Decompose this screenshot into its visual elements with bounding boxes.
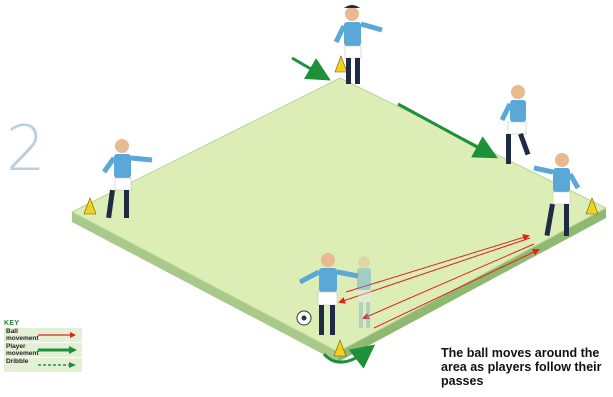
player-movement-swatch <box>38 346 77 354</box>
key-label: Player movement <box>6 343 39 357</box>
dribble-swatch <box>38 362 76 368</box>
player-left <box>101 139 153 219</box>
key-label: Ball movement <box>6 328 39 342</box>
key-legend: KEY Ball movement Player movement Dribbl… <box>4 320 82 372</box>
cone-right <box>585 197 599 215</box>
player-movement-arrow-bottom <box>322 344 376 369</box>
ball-movement-arrow-3 <box>373 248 540 329</box>
player-top <box>333 5 383 84</box>
key-label: Dribble <box>6 358 29 365</box>
pitch-edge-left <box>72 212 338 362</box>
player-bottom-with-ball <box>298 253 359 335</box>
step-number: 2 <box>6 112 46 185</box>
player-right-front <box>533 153 581 237</box>
ball-movement-arrow-2 <box>362 243 535 320</box>
player-right-back <box>499 85 531 164</box>
key-item-player-movement: Player movement <box>4 343 82 357</box>
ghost-player <box>357 256 371 328</box>
cone-bottom <box>333 339 347 357</box>
ball-movement-arrow-1 <box>338 237 531 304</box>
figure-caption: The ball moves around the area as player… <box>441 346 602 388</box>
player-movement-arrow-top-right <box>397 102 498 159</box>
cone-top <box>334 55 348 73</box>
ball-movement-arrow-4 <box>345 234 530 293</box>
key-item-ball-movement: Ball movement <box>4 328 82 342</box>
key-item-dribble: Dribble <box>4 358 82 372</box>
ball-movement-swatch <box>38 332 76 338</box>
cone-left <box>83 197 97 215</box>
player-movement-arrow-top-left <box>291 56 331 81</box>
key-title: KEY <box>4 320 20 327</box>
pitch-edge-right <box>338 208 606 362</box>
football <box>296 310 312 326</box>
